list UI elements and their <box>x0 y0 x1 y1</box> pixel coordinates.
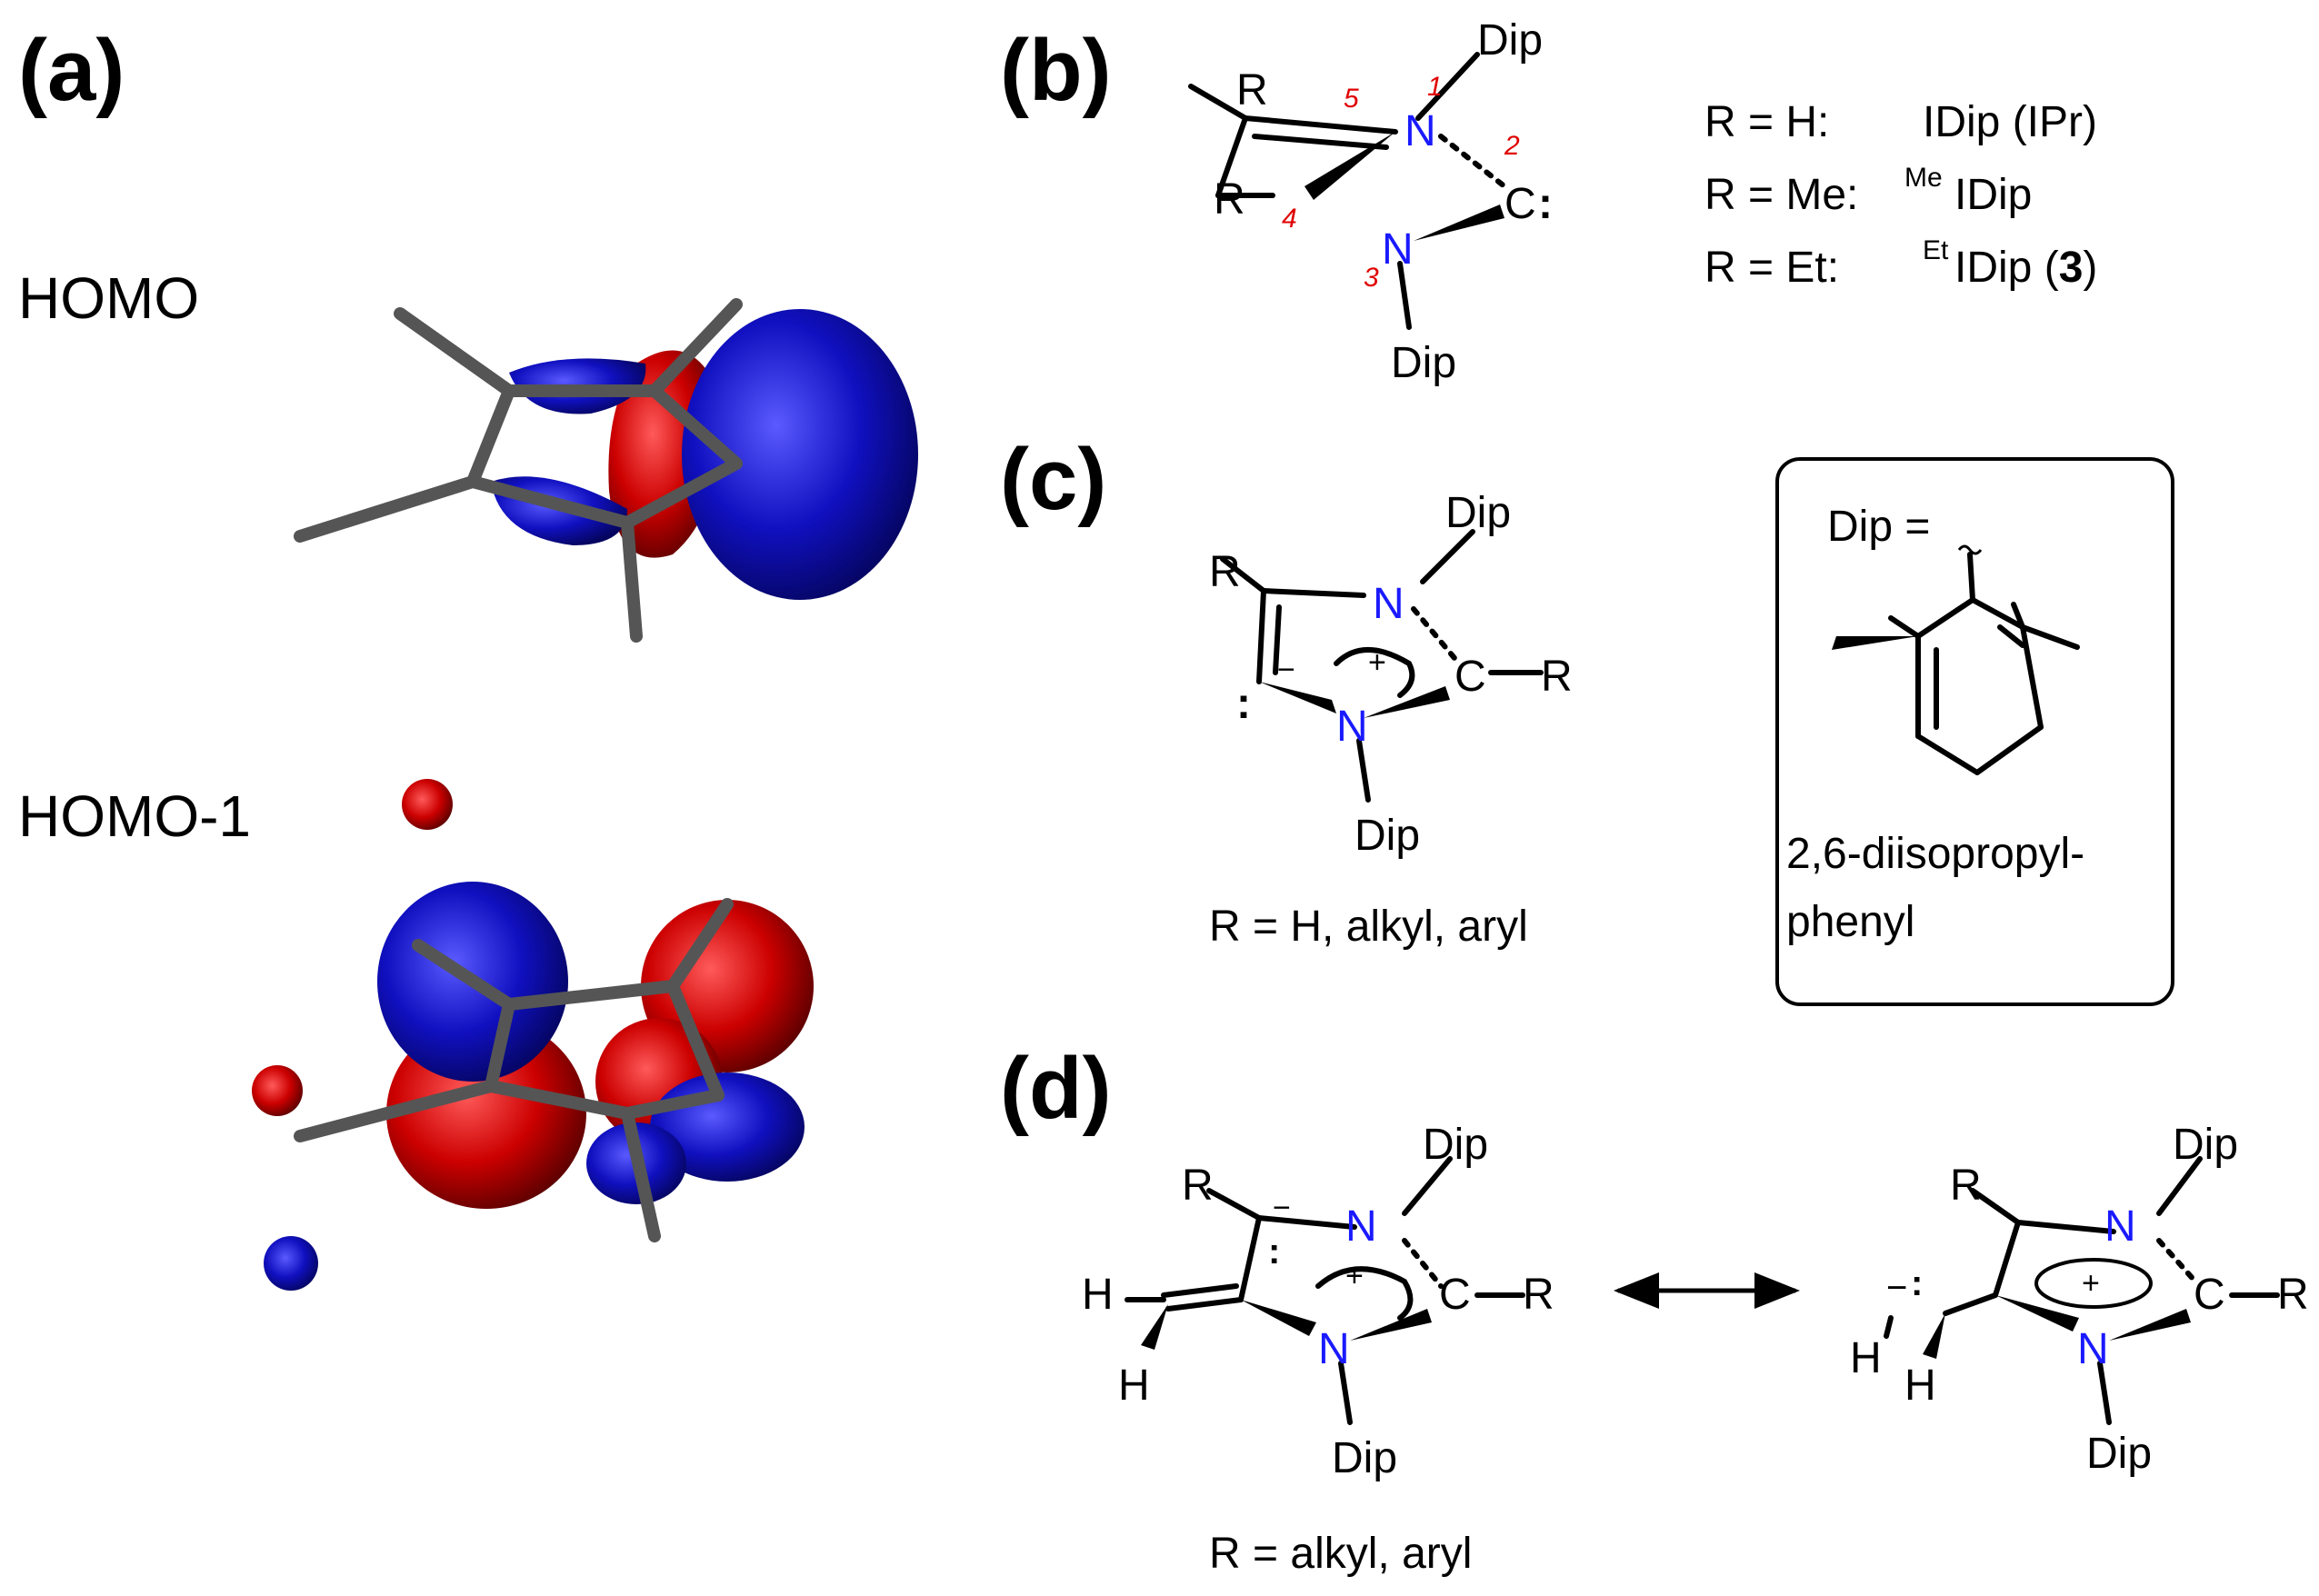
b-row1-r: R = H: <box>1704 98 1829 146</box>
c-dip-top: Dip <box>1445 489 1511 537</box>
dip-definition-box <box>1775 457 2174 1006</box>
structure-d-right <box>1884 1156 2280 1425</box>
b-dip-bottom: Dip <box>1391 339 1456 387</box>
b-row3-name: IDip (3) <box>1954 244 2097 292</box>
structure-d-left <box>1125 1156 1525 1425</box>
c-n1: N <box>1373 580 1404 628</box>
homo-1-small-blue <box>264 1236 318 1291</box>
d-left-lone-pair: : <box>1268 1232 1280 1272</box>
homo-1-orbital-model <box>252 779 814 1291</box>
b-row1-name: IDip (IPr) <box>1923 98 2097 146</box>
nhc-structure-c <box>1220 529 1544 803</box>
homo-1-small-red-2 <box>252 1065 303 1116</box>
homo-label: HOMO <box>18 265 199 331</box>
ring-number-3: 3 <box>1364 263 1379 293</box>
d-right-dip-bottom: Dip <box>2086 1430 2152 1478</box>
d-left-r-top: R <box>1182 1162 1214 1210</box>
homo-1-small-red-1 <box>402 779 453 830</box>
d-left-c2: C <box>1439 1271 1471 1319</box>
d-caption: R = alkyl, aryl <box>1209 1530 1472 1578</box>
d-right-c2: C <box>2194 1271 2225 1319</box>
d-right-dip-top: Dip <box>2173 1121 2238 1169</box>
ring-number-1: 1 <box>1427 72 1443 102</box>
d-left-dip-bottom: Dip <box>1332 1434 1397 1482</box>
b-row2-r: R = Me: <box>1704 171 1858 219</box>
d-right-r-right: R <box>2277 1271 2309 1319</box>
c-n3: N <box>1336 703 1368 751</box>
nhc-structure-b <box>1188 52 1507 330</box>
d-right-h1: H <box>1850 1334 1882 1382</box>
d-left-h2: H <box>1118 1362 1150 1410</box>
d-right-n3: N <box>2077 1325 2109 1373</box>
c-r-right: R <box>1541 653 1573 701</box>
c-dip-bottom: Dip <box>1354 812 1420 860</box>
dip-box-line2: phenyl <box>1786 898 1914 946</box>
c-c2: C <box>1454 653 1486 701</box>
d-left-h1: H <box>1082 1271 1114 1319</box>
b-row3-sup: Et <box>1923 235 1949 265</box>
panel-label-d: (d) <box>1000 1040 1112 1137</box>
d-right-minus: − <box>1886 1268 1907 1308</box>
d-right-r-top: R <box>1950 1162 1982 1210</box>
b-carbene-c: C <box>1504 180 1536 228</box>
c-plus: + <box>1368 645 1386 680</box>
dip-attachment-wavy <box>1957 544 1983 555</box>
d-left-minus: − <box>1273 1191 1291 1225</box>
panel-label-a: (a) <box>18 22 125 119</box>
d-left-r-right: R <box>1523 1271 1554 1319</box>
d-right-n1: N <box>2104 1202 2136 1251</box>
b-row2-sup: Me <box>1904 163 1943 193</box>
c-lone-pair: : <box>1236 680 1251 728</box>
b-r-bottom: R <box>1214 175 1245 224</box>
b-r-top: R <box>1236 66 1268 115</box>
b-substituent-table: R = H: IDip (IPr) R = Me: Me IDip R = Et… <box>1704 98 2097 292</box>
ring-number-5: 5 <box>1344 84 1359 114</box>
panel-label-b: (b) <box>1000 22 1112 119</box>
d-left-dip-top: Dip <box>1423 1121 1488 1169</box>
d-left-n3: N <box>1318 1325 1350 1373</box>
d-left-plus: + <box>1345 1259 1364 1293</box>
homo-orbital-model <box>294 298 918 643</box>
d-right-h2: H <box>1904 1362 1936 1410</box>
c-caption: R = H, alkyl, aryl <box>1209 903 1528 951</box>
c-minus: − <box>1277 653 1295 687</box>
b-n3: N <box>1382 225 1414 274</box>
b-lone-pair: : <box>1538 180 1553 228</box>
b-dip-top: Dip <box>1477 16 1543 65</box>
d-left-n1: N <box>1345 1202 1377 1251</box>
dip-box-line1: 2,6-diisopropyl- <box>1786 830 2084 878</box>
d-right-plus: + <box>2082 1266 2100 1301</box>
b-row2-name: IDip <box>1954 171 2032 219</box>
dip-box-header: Dip = <box>1827 503 1930 551</box>
ring-number-4: 4 <box>1282 204 1297 234</box>
d-right-lone-pair: : <box>1911 1263 1923 1303</box>
homo-blue-lobe-large <box>682 309 918 600</box>
b-row3-r: R = Et: <box>1704 244 1839 292</box>
ring-number-2: 2 <box>1504 131 1520 161</box>
c-r-top: R <box>1209 548 1241 596</box>
homo-1-label: HOMO-1 <box>18 783 251 849</box>
panel-label-c: (c) <box>1000 431 1106 528</box>
b-n1: N <box>1404 107 1436 155</box>
